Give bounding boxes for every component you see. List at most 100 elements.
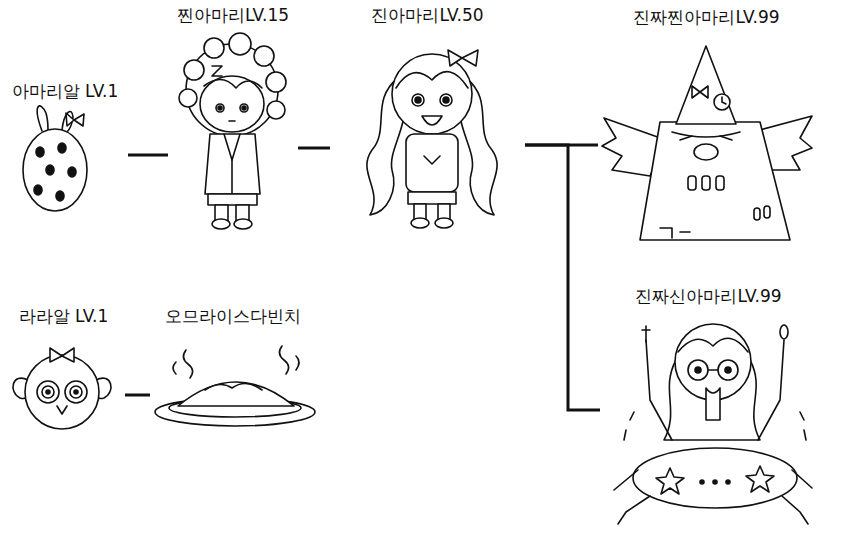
jjin-amari-figure-part bbox=[216, 104, 224, 112]
stage-label: 아마리알 LV.1 bbox=[12, 80, 119, 102]
glasses-amari-figure bbox=[614, 324, 812, 524]
lara-egg-part bbox=[74, 390, 78, 394]
tower-amari-figure-part bbox=[680, 136, 732, 140]
tower-amari-figure-part bbox=[660, 228, 690, 238]
amari-egg-part bbox=[62, 111, 73, 132]
tower-amari-figure-part bbox=[676, 46, 736, 124]
glasses-amari-figure-part bbox=[725, 367, 731, 373]
jjin-amari-figure-part bbox=[242, 106, 246, 110]
lara-egg-part bbox=[42, 386, 54, 398]
omurice-figure-part bbox=[178, 382, 294, 406]
tower-amari-figure-part bbox=[694, 144, 718, 160]
stage-label: 진짜찐아마리LV.99 bbox=[633, 6, 779, 28]
glasses-amari-figure-part bbox=[646, 340, 784, 440]
jin-amari-figure-part bbox=[408, 192, 456, 204]
amari-egg bbox=[23, 106, 87, 211]
omurice-figure-part bbox=[296, 356, 299, 370]
jjin-amari-figure-part bbox=[224, 134, 240, 160]
jjin-amari-figure-part bbox=[204, 79, 262, 88]
jjin-amari-figure-part bbox=[254, 46, 274, 66]
lara-egg-part bbox=[62, 348, 74, 362]
jjin-amari-figure-part bbox=[179, 89, 197, 107]
jjin-amari-figure-part bbox=[184, 60, 204, 80]
jin-amari-figure bbox=[367, 50, 497, 228]
stage-node: 오므라이스다빈치 bbox=[150, 305, 315, 435]
jjin-amari-figure-part bbox=[186, 44, 278, 136]
jjin-amari-figure-part bbox=[208, 194, 257, 205]
jin-amari-figure-part bbox=[422, 116, 442, 125]
tower-amari-figure-part bbox=[754, 208, 760, 220]
stage-node: 라라알 LV.1 bbox=[2, 305, 125, 440]
jjin-amari-figure-part bbox=[229, 33, 251, 55]
glasses-amari-figure-part bbox=[713, 480, 717, 484]
glasses-amari-figure-part bbox=[706, 388, 720, 420]
omurice-figure-part bbox=[183, 350, 192, 378]
glasses-amari-figure-part bbox=[695, 367, 701, 373]
glasses-amari-figure-part bbox=[700, 480, 704, 484]
amari-egg-part bbox=[74, 114, 84, 126]
jjin-amari-figure bbox=[179, 33, 286, 229]
tower-amari-figure-part bbox=[764, 206, 770, 218]
lara-egg-part bbox=[57, 406, 67, 414]
amari-egg-part bbox=[34, 185, 42, 195]
jjin-amari-figure-part bbox=[267, 101, 285, 119]
stage-label: 찐아마리LV.15 bbox=[177, 4, 289, 26]
evolution-line bbox=[298, 147, 330, 150]
stage-label: 진짜신아마리LV.99 bbox=[635, 285, 781, 307]
jjin-amari-figure-part bbox=[218, 106, 222, 110]
jin-amari-figure-part bbox=[443, 97, 449, 103]
omurice-figure bbox=[155, 346, 315, 426]
stage-node: 진아마리LV.50 bbox=[330, 4, 525, 234]
jin-amari-figure-part bbox=[424, 156, 440, 164]
amari-egg-part bbox=[46, 165, 54, 175]
jjin-amari-figure-part bbox=[240, 104, 248, 112]
amari-egg-part bbox=[37, 106, 48, 131]
glasses-amari-figure-part bbox=[633, 448, 797, 508]
jin-amari-figure-part bbox=[411, 218, 429, 228]
tower-amari-figure-part bbox=[700, 86, 708, 98]
glasses-amari-figure-part bbox=[726, 480, 730, 484]
lara-egg-part bbox=[50, 348, 62, 362]
stage-node: 진짜찐아마리LV.99 bbox=[598, 6, 815, 246]
omurice-figure-part bbox=[205, 383, 262, 390]
evolution-line bbox=[125, 394, 150, 397]
jin-amari-figure-part bbox=[462, 50, 478, 66]
stage-node: 찐아마리LV.15 bbox=[168, 4, 298, 234]
glasses-amari-figure-part bbox=[624, 412, 806, 440]
glasses-amari-figure-part bbox=[675, 324, 751, 400]
stage-label: 라라알 LV.1 bbox=[19, 305, 109, 327]
jin-amari-figure-part bbox=[415, 97, 421, 103]
tower-amari-figure-part bbox=[692, 86, 700, 98]
jjin-amari-figure-part bbox=[204, 38, 224, 58]
jin-amari-figure-part bbox=[406, 134, 458, 192]
jin-amari-figure-part bbox=[392, 54, 472, 134]
glasses-amari-figure-part bbox=[618, 496, 808, 524]
jin-amari-figure-part bbox=[440, 94, 452, 106]
glasses-amari-figure-part bbox=[656, 468, 684, 494]
glasses-amari-figure-part bbox=[746, 466, 774, 492]
glasses-amari-figure-part bbox=[642, 326, 650, 342]
jjin-amari-figure-part bbox=[266, 72, 286, 92]
tower-amari-figure-part bbox=[640, 122, 790, 240]
jjin-amari-figure-part bbox=[234, 219, 252, 229]
tower-amari-figure-part bbox=[688, 176, 696, 190]
jjin-amari-figure-part bbox=[205, 134, 260, 194]
jjin-amari-figure-part bbox=[231, 160, 233, 194]
tower-amari-figure-part bbox=[702, 176, 710, 190]
omurice-figure-part bbox=[173, 362, 176, 374]
amari-egg-part bbox=[66, 113, 74, 126]
glasses-amari-figure-part bbox=[614, 470, 812, 490]
jjin-amari-figure-part bbox=[229, 120, 235, 122]
lara-egg-part bbox=[70, 386, 82, 398]
stage-label: 진아마리LV.50 bbox=[371, 4, 483, 26]
glasses-amari-figure-part bbox=[688, 360, 708, 380]
jin-amari-figure-part bbox=[448, 50, 462, 66]
glasses-amari-figure-part bbox=[780, 325, 788, 339]
tower-amari-figure-part bbox=[716, 176, 724, 190]
jjin-amari-figure-part bbox=[212, 66, 222, 76]
amari-egg-part bbox=[23, 129, 87, 211]
jjin-amari-figure-part bbox=[200, 76, 264, 132]
lara-egg-part bbox=[65, 381, 87, 403]
